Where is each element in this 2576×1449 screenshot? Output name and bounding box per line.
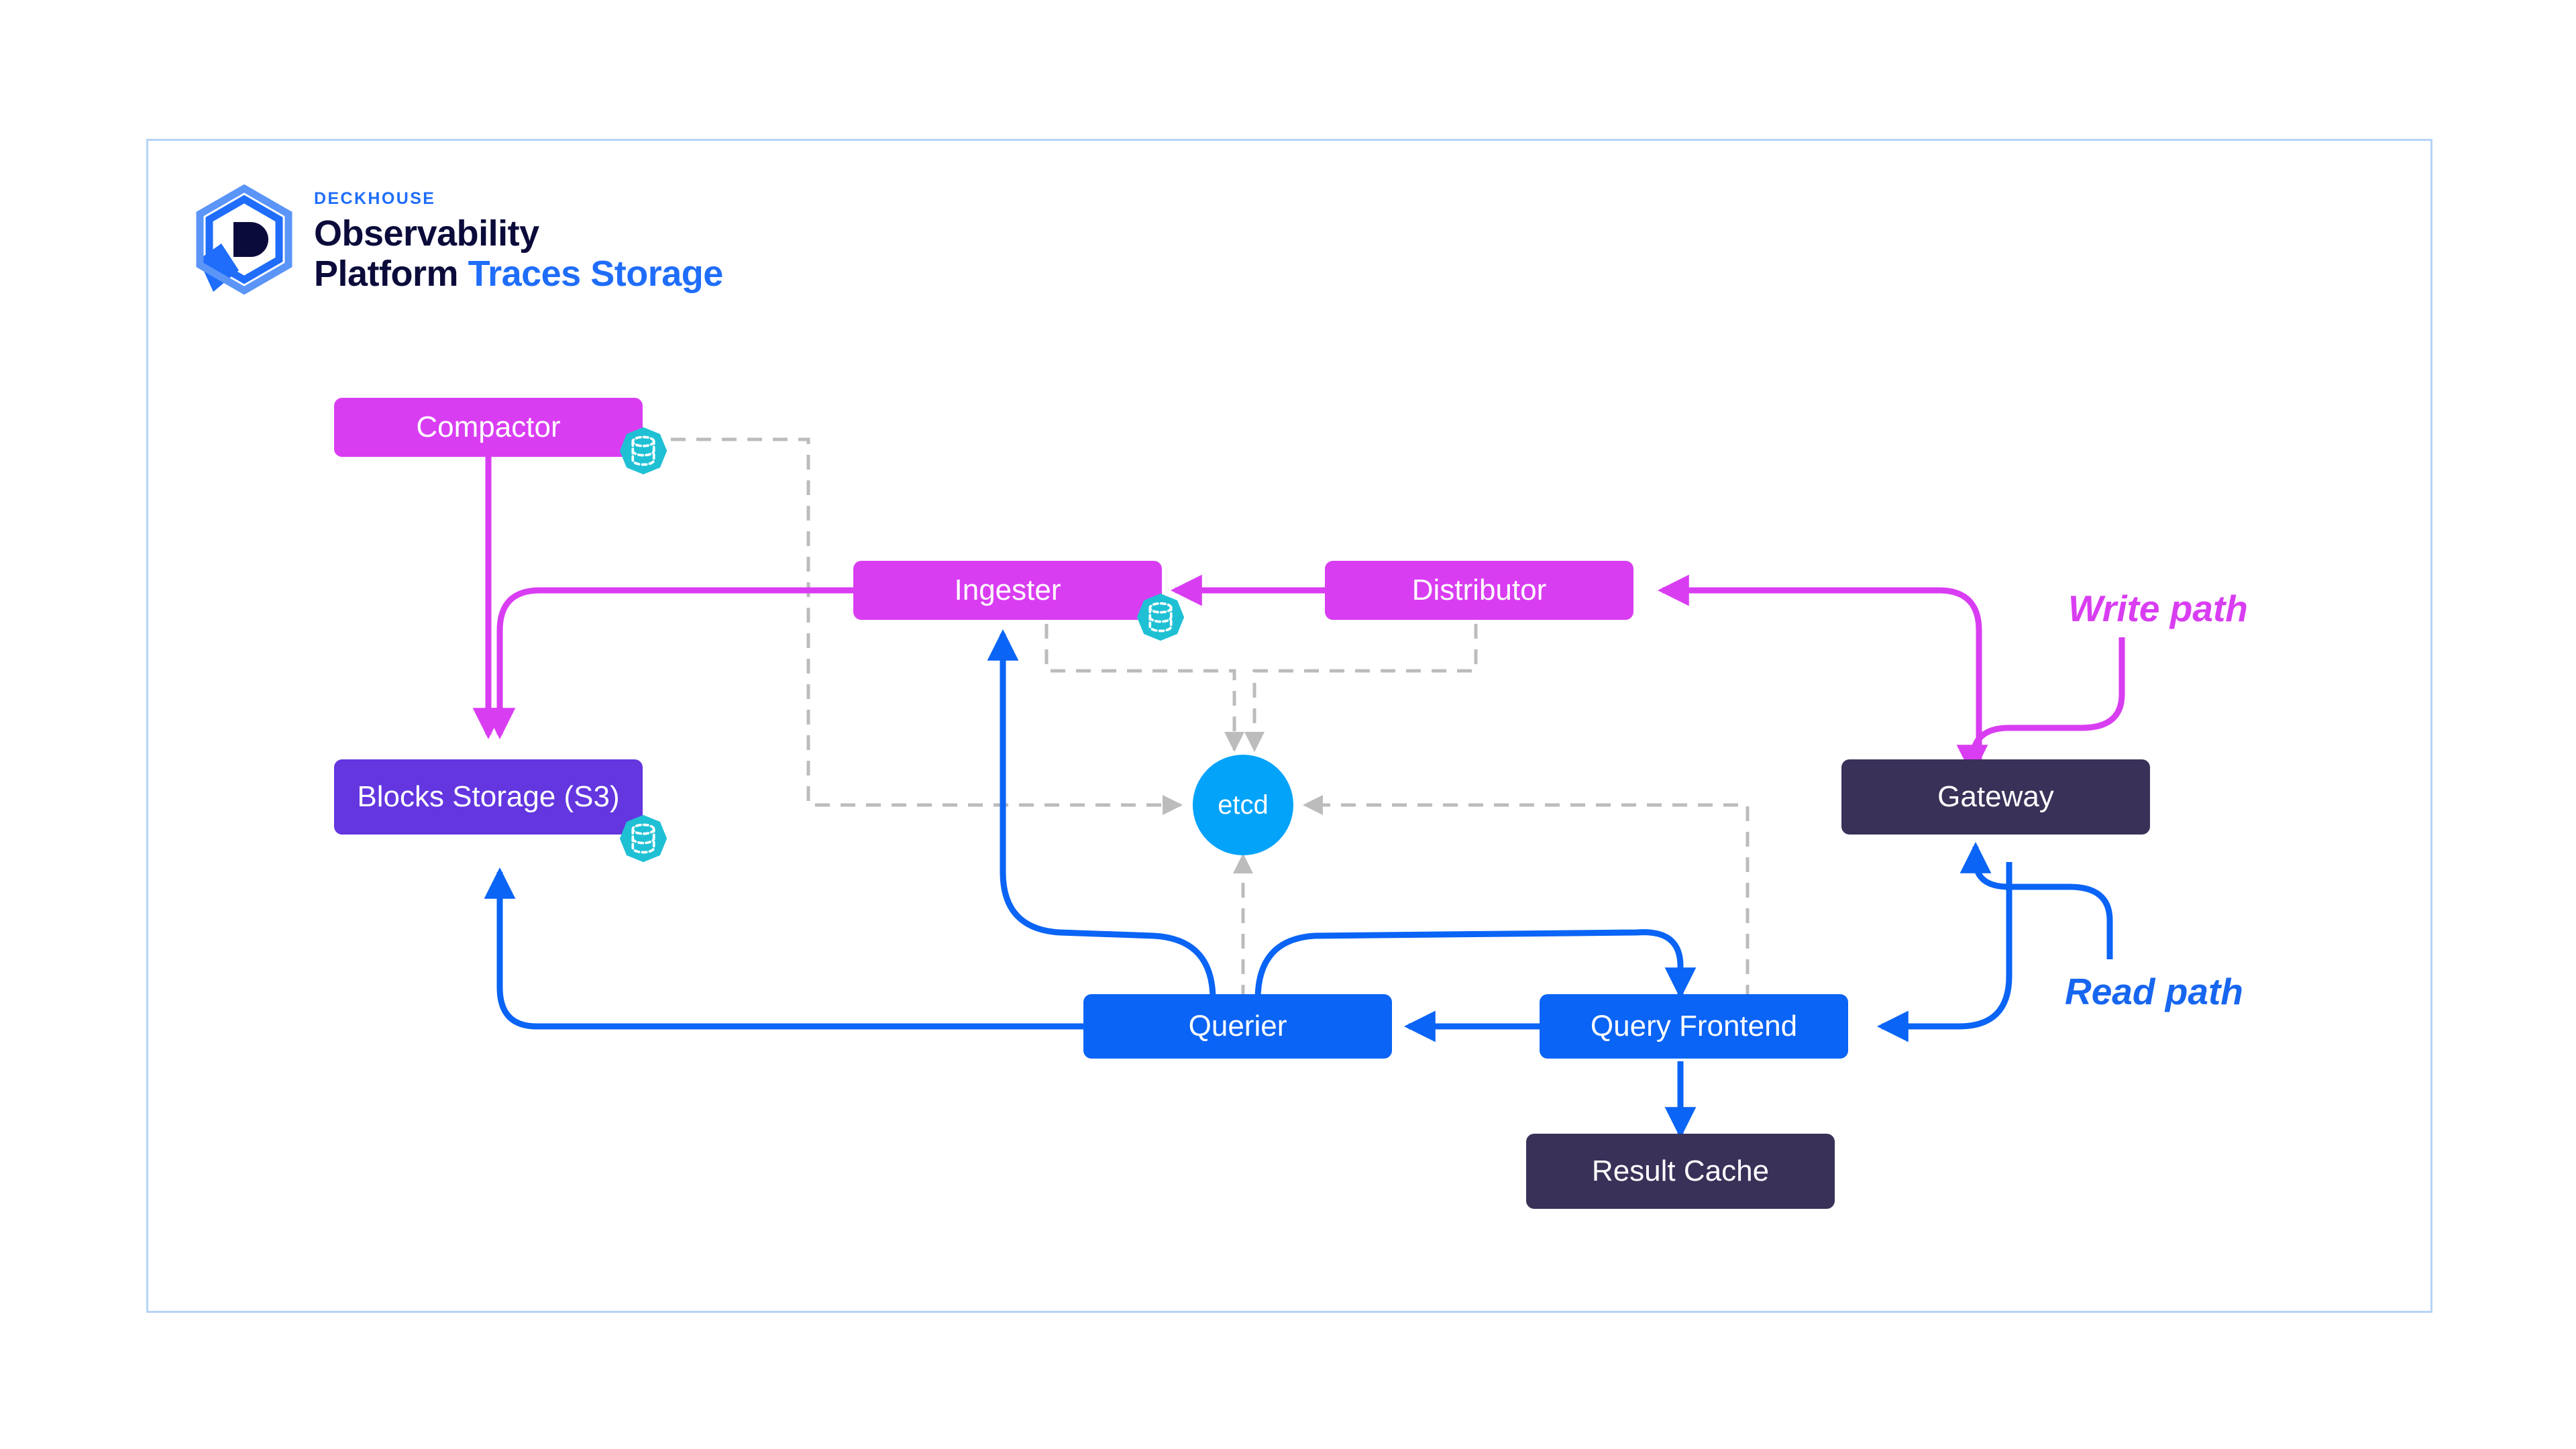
logo-eyebrow: DECKHOUSE xyxy=(314,189,436,208)
node-result-cache[interactable]: Result Cache xyxy=(1526,1134,1835,1209)
stateful-set-database-icon-compactor xyxy=(619,426,668,476)
logo-line-observability: Observability xyxy=(314,213,539,254)
stateful-set-database-icon-blocks-storage xyxy=(619,814,668,863)
node-querier-label: Querier xyxy=(1188,1010,1287,1042)
logo-platform-word: Platform xyxy=(314,254,459,294)
node-compactor[interactable]: Compactor xyxy=(334,398,643,457)
node-etcd[interactable]: etcd xyxy=(1193,755,1293,855)
node-ingester[interactable]: Ingester xyxy=(853,561,1162,620)
node-etcd-label: etcd xyxy=(1218,790,1269,820)
deckhouse-hexagon-d-logo-icon xyxy=(196,184,292,295)
logo-line-platform: Platform Traces Storage xyxy=(314,254,723,294)
node-compactor-label: Compactor xyxy=(416,411,561,443)
stateful-set-database-icon-ingester xyxy=(1136,592,1185,642)
node-querier[interactable]: Querier xyxy=(1083,994,1392,1059)
node-query-frontend[interactable]: Query Frontend xyxy=(1540,994,1848,1059)
node-gateway-label: Gateway xyxy=(1937,780,2054,813)
node-blocks-storage-label: Blocks Storage (S3) xyxy=(357,780,620,813)
product-logo: DECKHOUSE Observability Platform Traces … xyxy=(193,184,723,300)
legend-write-path: Write path xyxy=(2068,588,2248,629)
node-blocks-storage[interactable]: Blocks Storage (S3) xyxy=(334,759,643,835)
diagram-frame xyxy=(146,139,2432,1313)
node-ingester-label: Ingester xyxy=(954,574,1061,606)
legend-read-path: Read path xyxy=(2065,971,2243,1012)
node-result-cache-label: Result Cache xyxy=(1591,1155,1770,1187)
logo-product-name: Traces Storage xyxy=(468,254,724,294)
node-distributor[interactable]: Distributor xyxy=(1325,561,1633,620)
node-gateway[interactable]: Gateway xyxy=(1841,759,2150,835)
node-query-frontend-label: Query Frontend xyxy=(1590,1010,1798,1042)
node-distributor-label: Distributor xyxy=(1411,574,1547,606)
